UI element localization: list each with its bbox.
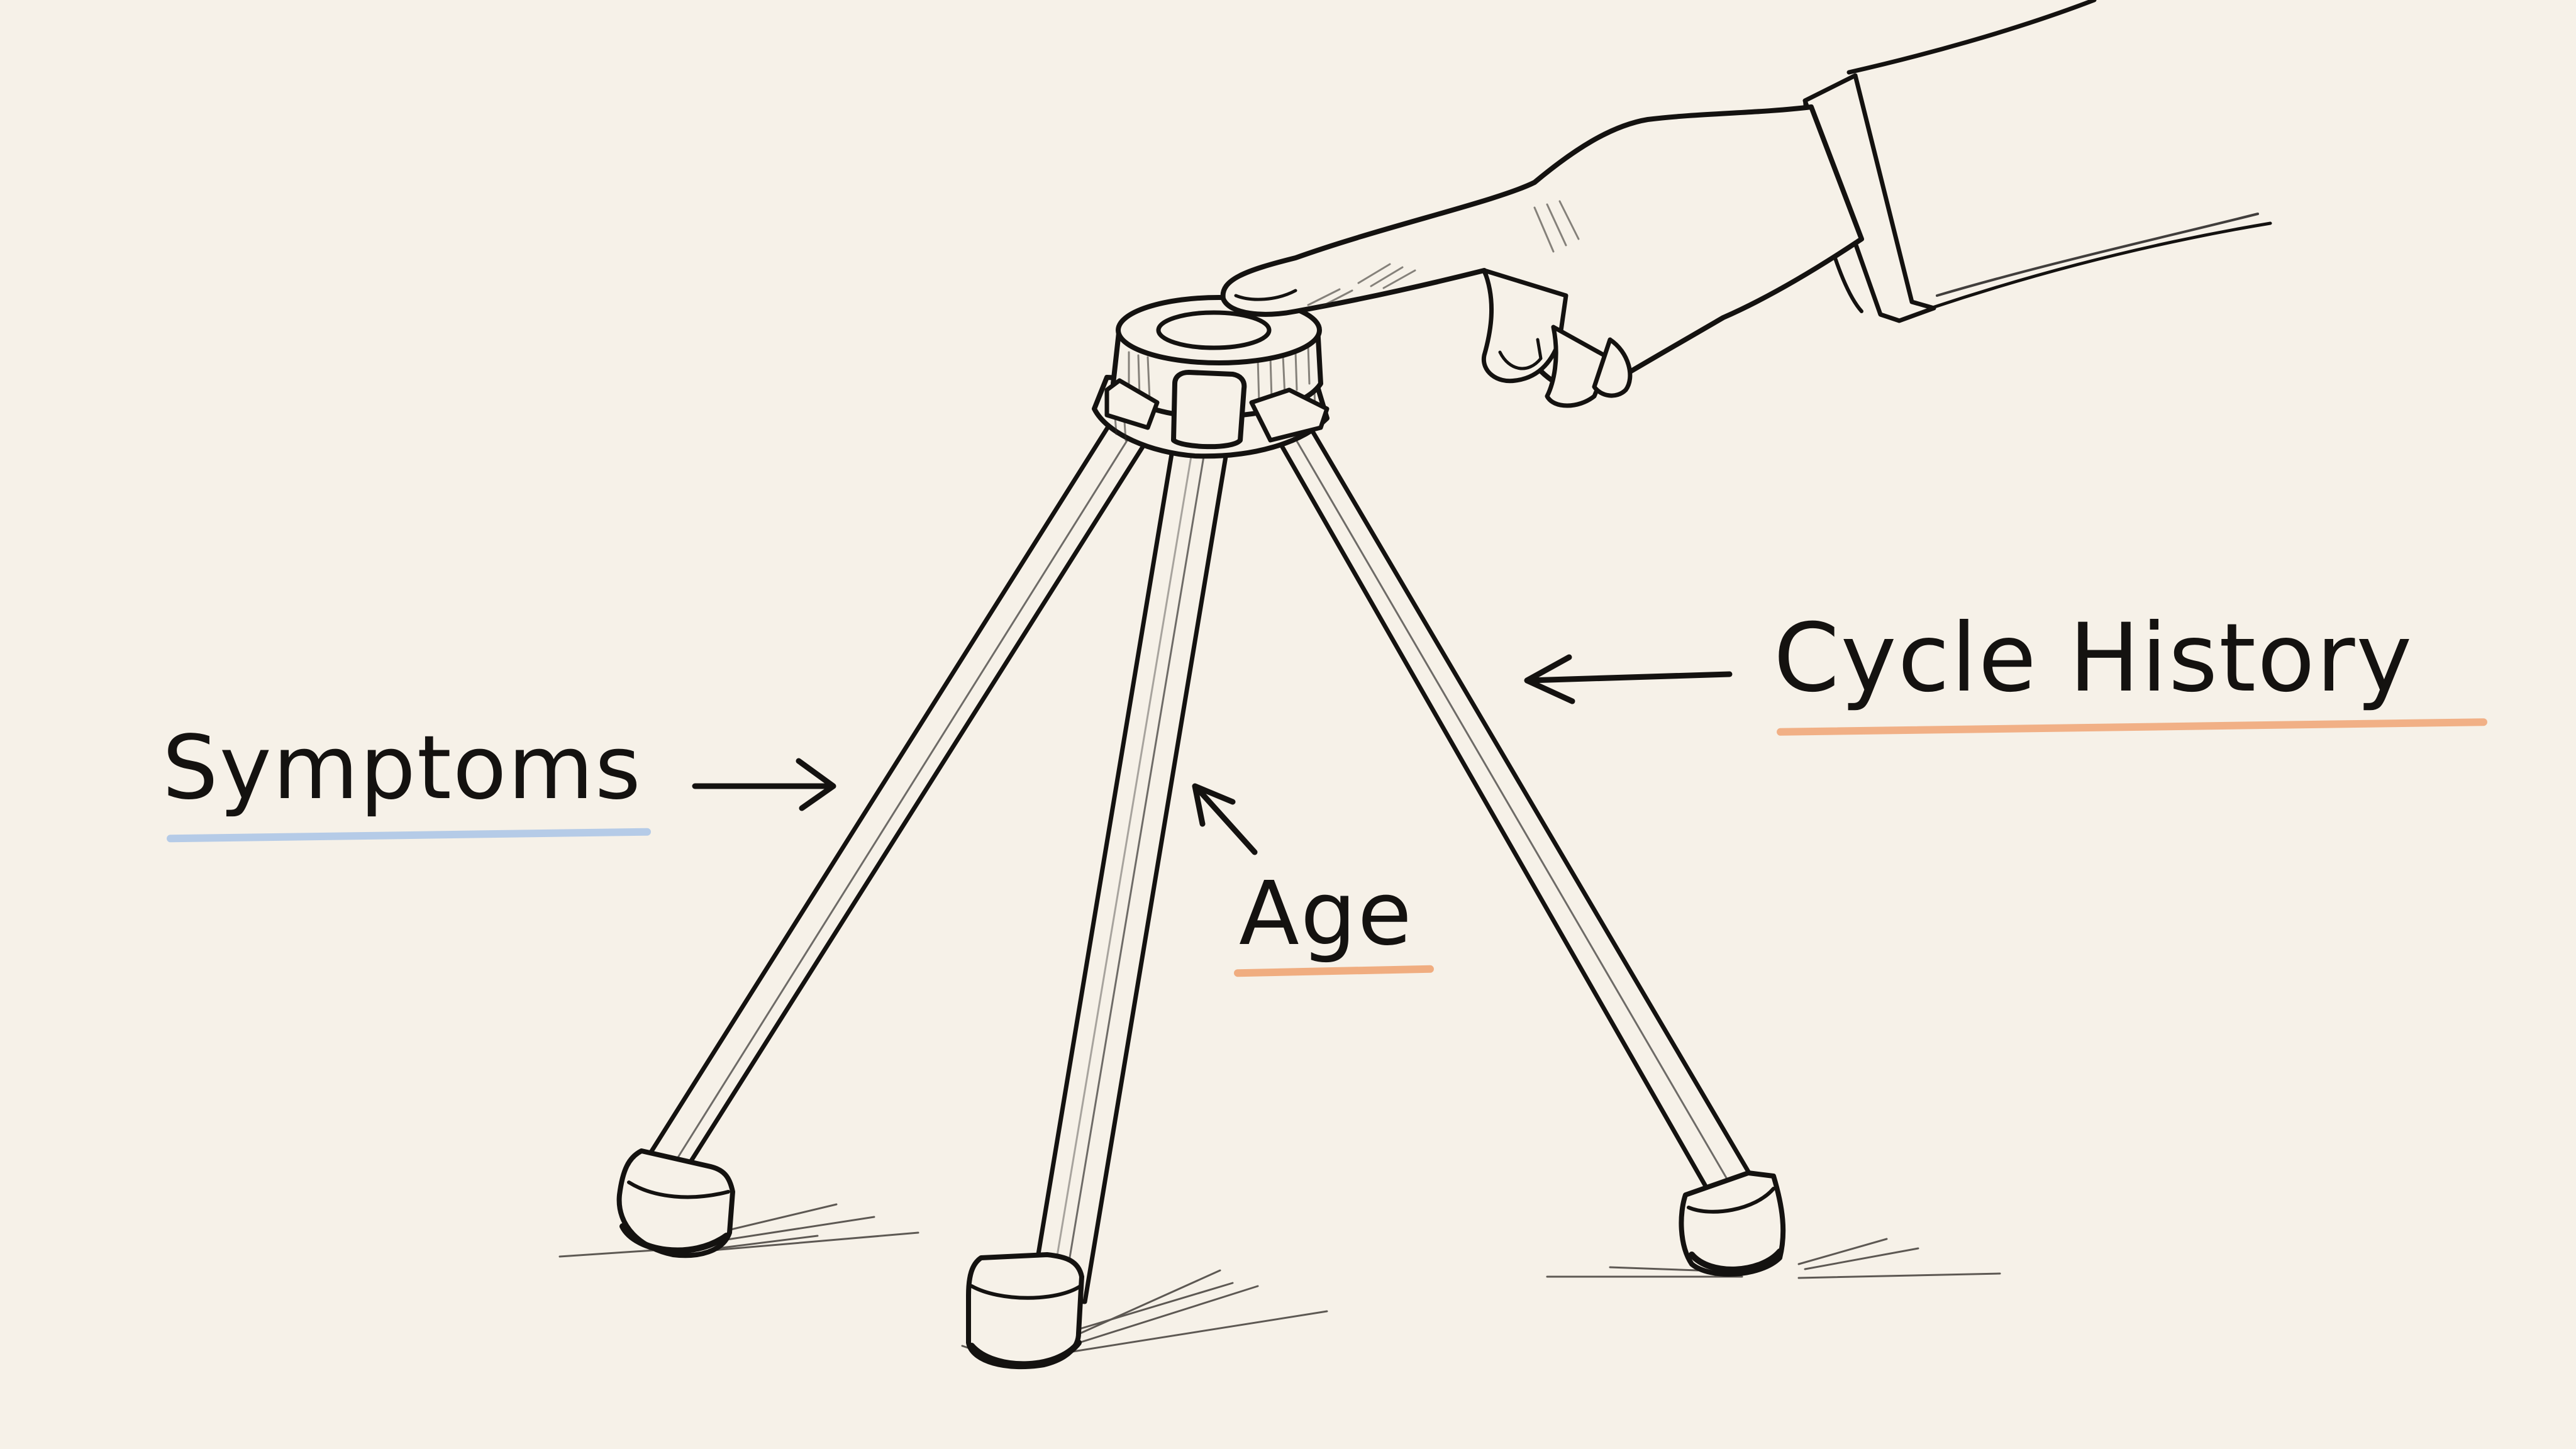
age-label: Age [1239, 863, 1413, 965]
symptoms-arrow-icon [692, 758, 836, 811]
stool-seat [1092, 295, 1330, 459]
center-leg [966, 425, 1232, 1370]
right-leg [1262, 400, 1786, 1277]
age-arrow-icon [1192, 783, 1258, 855]
ground-shadows [558, 1203, 2001, 1353]
symptoms-label: Symptoms [162, 717, 642, 819]
cycle-history-label: Cycle History [1774, 604, 2414, 713]
pointing-hand [1220, 0, 2272, 408]
cycle-history-arrow-icon [1524, 654, 1733, 704]
